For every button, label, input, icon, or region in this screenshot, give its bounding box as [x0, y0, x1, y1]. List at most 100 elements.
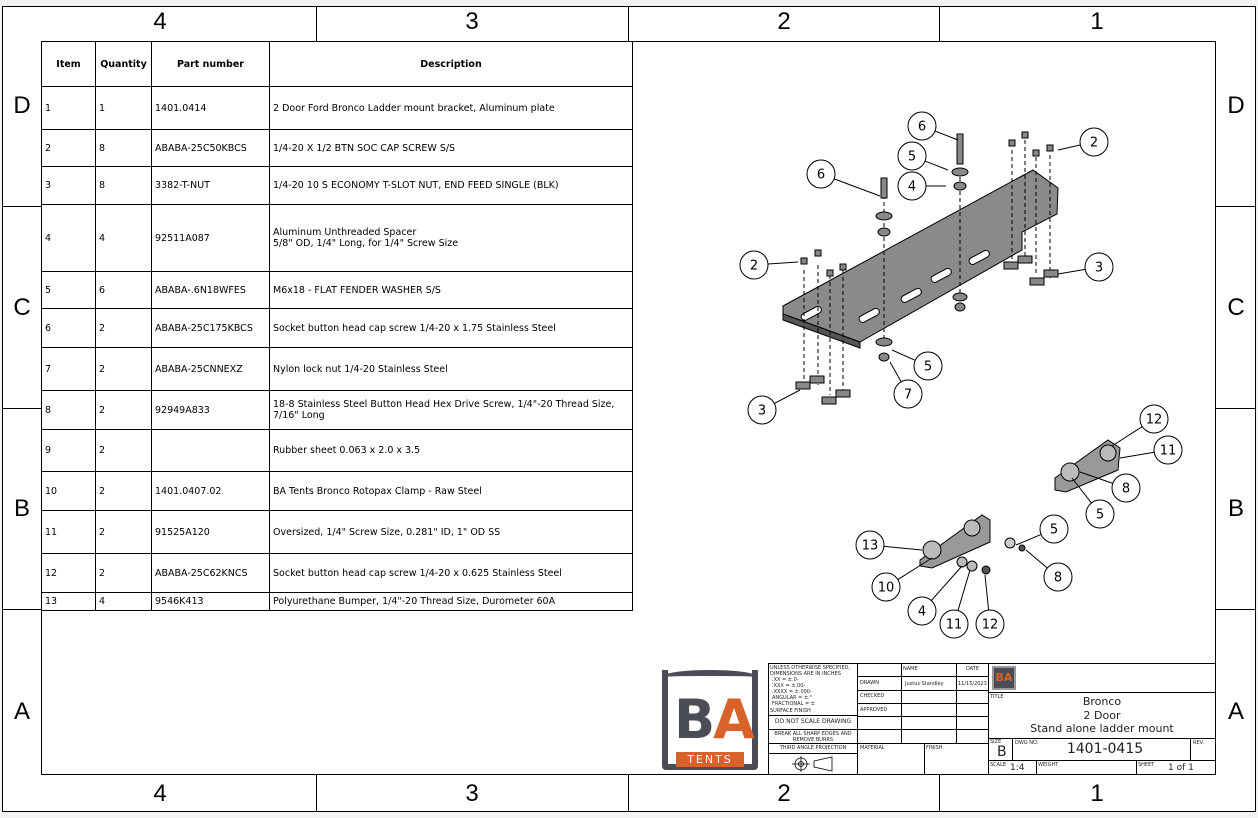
balloon-callout: 3: [1057, 252, 1114, 282]
cell-description: Oversized, 1/4" Screw Size, 0.281" ID, 1…: [269, 510, 633, 554]
rotopax-clamp-lower: [919, 514, 1026, 575]
leader-line: [934, 130, 959, 141]
balloon-number: 5: [1096, 508, 1104, 523]
balloon-number: 8: [1054, 571, 1062, 586]
balloon-circle: [739, 250, 769, 280]
balloon-circle: [913, 351, 943, 381]
projection-label: THIRD ANGLE PROJECTION: [779, 745, 847, 751]
cell-part-number: ABABA-25C175KBCS: [151, 308, 270, 348]
rotopax-clamp-upper: [1054, 439, 1121, 493]
surface-finish-label: SURFACE FINISH: [770, 708, 811, 714]
cell-description: 1/4-20 X 1/2 BTN SOC CAP SCREW S/S: [269, 129, 633, 167]
balloon-number: 10: [878, 581, 895, 596]
balloon-number: 5: [908, 150, 916, 165]
balloon-callout: 4: [897, 171, 946, 201]
sheet-number: 1 of 1: [1168, 763, 1194, 773]
leader-line: [1119, 451, 1155, 459]
cell-item: 8: [41, 390, 96, 430]
balloon-callout: 8: [1025, 549, 1073, 592]
cell-description: 2 Door Ford Bronco Ladder mount bracket,…: [269, 86, 633, 130]
balloon-number: 4: [908, 180, 916, 195]
title-label: TITLE: [990, 694, 1004, 700]
cell-item: 10: [41, 471, 96, 511]
balloon-number: 2: [750, 259, 758, 274]
balloon-circle: [1085, 499, 1115, 529]
leader-line: [889, 361, 902, 383]
cell-quantity: 4: [95, 204, 152, 272]
balloon-callout: 7: [889, 361, 923, 409]
balloon-circle: [893, 379, 923, 409]
finish-label: FINISH: [926, 745, 943, 751]
balloon-circle: [1139, 404, 1169, 434]
balloon-circle: [806, 159, 836, 189]
zone-col-2-bottom: 2: [777, 780, 791, 807]
balloon-callout: 11: [1119, 435, 1183, 465]
approved-label: APPROVED: [860, 707, 888, 713]
scale-label: SCALE: [990, 762, 1007, 768]
drawing-title: Bronco 2 Door Stand alone ladder mount: [1000, 695, 1204, 736]
balloon-callout: 8: [1079, 471, 1141, 503]
zone-row-a-right: A: [1227, 698, 1244, 725]
zone-row-d: D: [13, 92, 31, 119]
drawn-date: 11/15/2023: [958, 681, 987, 687]
zone-row-b-right: B: [1227, 495, 1244, 522]
cell-description: Rubber sheet 0.063 x 2.0 x 3.5: [269, 429, 633, 472]
balloon-callout: 2: [739, 250, 799, 280]
cell-part-number: ABABA-25C62KNCS: [151, 553, 270, 593]
zone-row-c: C: [13, 294, 31, 321]
balloon-callout: 12: [1111, 404, 1169, 447]
cell-part-number: [151, 429, 270, 472]
material-label: MATERIAL: [860, 745, 885, 751]
header-part-number: Part number: [151, 41, 270, 87]
small-logo: BA: [992, 666, 1016, 690]
leader-line: [1079, 471, 1113, 484]
cell-item: 9: [41, 429, 96, 472]
dwg-no-label: DWG NO.: [1015, 740, 1039, 746]
third-angle-projection-icon: [792, 756, 833, 772]
balloon-number: 5: [924, 360, 932, 375]
cell-description: Socket button head cap screw 1/4-20 x 1.…: [269, 308, 633, 348]
sheet-label: SHEET: [1138, 762, 1155, 768]
cell-item: 1: [41, 86, 96, 130]
balloon-circle: [871, 572, 901, 602]
balloon-number: 7: [904, 388, 912, 403]
balloon-callout: 5: [1071, 477, 1115, 529]
balloon-number: 3: [1095, 261, 1103, 276]
leader-line: [897, 557, 933, 580]
balloon-circle: [855, 530, 885, 560]
cell-item: 11: [41, 510, 96, 554]
balloon-callout: 6: [806, 159, 881, 197]
tolerance-note: UNLESS OTHERWISE SPECIFIED, DIMENSIONS A…: [770, 665, 851, 677]
zone-row-d-right: D: [1227, 92, 1245, 119]
cell-description: Aluminum Unthreaded Spacer 5/8" OD, 1/4"…: [269, 204, 633, 272]
balloon-callout: 11: [939, 569, 971, 639]
balloon-callout: 6: [907, 111, 959, 141]
balloon-number: 11: [1160, 444, 1177, 459]
balloon-number: 8: [1122, 482, 1130, 497]
zone-col-3: 3: [465, 8, 479, 35]
balloon-number: 6: [918, 120, 926, 135]
balloon-callout: 12: [975, 574, 1005, 639]
cell-description: Polyurethane Bumper, 1/4"-20 Thread Size…: [269, 592, 633, 611]
balloon-circle: [907, 111, 937, 141]
balloon-number: 12: [1146, 413, 1163, 428]
logo-tents-label: TENTS: [676, 752, 744, 767]
balloon-number: 11: [946, 618, 963, 633]
tolerance-xxx: .XXX = ±.00-: [772, 683, 806, 689]
cell-item: 2: [41, 129, 96, 167]
leader-line: [1015, 533, 1042, 546]
balloon-callout: 5: [1015, 514, 1069, 546]
angular-tolerance: ANGULAR = ±.°: [772, 695, 813, 701]
balloon-number: 5: [1050, 523, 1058, 538]
tolerance-xx: .XX = ±.0-: [772, 677, 799, 683]
balloon-circle: [1079, 127, 1109, 157]
zone-col-2: 2: [777, 8, 791, 35]
